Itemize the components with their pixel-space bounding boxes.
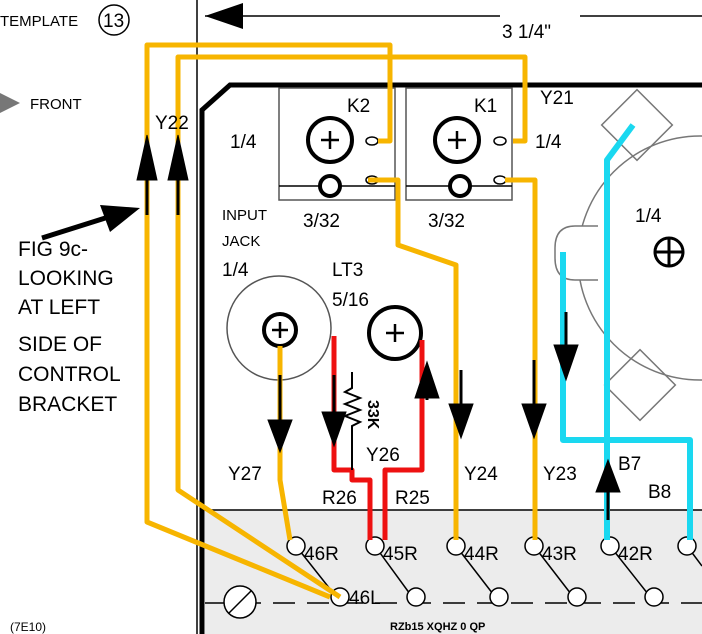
label-y23: Y23 [543, 464, 577, 485]
resistor-33k-icon [342, 372, 363, 470]
front-arrow-icon [0, 93, 20, 113]
input-jack-name-1: INPUT [222, 207, 267, 224]
terminal-44l [489, 587, 509, 607]
k2-small-hole-icon [318, 174, 342, 198]
label-b7: B7 [618, 454, 641, 475]
wire-y22 [144, 42, 393, 600]
terminal-42l [644, 587, 664, 607]
wire-b7 [604, 123, 636, 540]
k1-top-hole-size: 1/4 [535, 132, 562, 153]
label-y27: Y27 [228, 464, 262, 485]
wire-y24 [368, 177, 459, 540]
wire-r26 [331, 336, 373, 540]
label-y24: Y24 [464, 464, 498, 485]
terminal-label-43r: 43R [542, 544, 577, 565]
figure-code: (7E10) [10, 620, 46, 634]
k2-lug-top [365, 136, 379, 146]
dimension-label: 3 1/4" [502, 22, 551, 43]
label-r26: R26 [322, 488, 357, 509]
input-jack-hole-size: 1/4 [222, 260, 249, 281]
terminal-45l [406, 587, 426, 607]
k2-bottom-hole-size: 3/32 [303, 211, 340, 232]
ground-screw-slot [228, 590, 252, 614]
terminal-label-44r: 44R [464, 544, 499, 565]
terminal-label-46l: 46L [349, 588, 381, 609]
caption-line-4: SIDE OF [18, 333, 102, 356]
wire-y23 [505, 177, 538, 540]
terminal-45r [365, 536, 385, 556]
label-y22: Y22 [155, 113, 189, 134]
dimension-arrowhead [205, 3, 243, 29]
direction-arrows [136, 134, 621, 520]
lt3-name: LT3 [332, 260, 363, 281]
label-y21: Y21 [540, 88, 574, 109]
caption-line-5: CONTROL [18, 363, 121, 386]
template-number: 13 [103, 11, 124, 32]
k1-lug-top [493, 136, 507, 146]
caption-line-1: FIG 9c- [18, 238, 88, 261]
label-r25: R25 [395, 488, 430, 509]
caption-line-6: BRACKET [18, 393, 117, 416]
terminal-43l [567, 587, 587, 607]
template-label: TEMPLATE [0, 13, 78, 30]
k1-bottom-hole-size: 3/32 [428, 211, 465, 232]
k2-name: K2 [347, 96, 370, 117]
k1-lug-bottom [493, 175, 507, 185]
k1-small-hole-icon [448, 174, 472, 198]
terminal-label-42r: 42R [618, 544, 653, 565]
front-label: FRONT [30, 96, 82, 113]
input-jack-name-2: JACK [222, 233, 260, 250]
terminal-label-46r: 46R [304, 544, 339, 565]
wire-y21 [175, 54, 528, 600]
caption-line-3: AT LEFT [18, 296, 100, 319]
k2-top-hole-size: 1/4 [230, 132, 257, 153]
strip-code: RZb15 XQHZ 0 QP [390, 621, 485, 633]
chassis-outline [199, 82, 702, 634]
terminal-label-45r: 45R [383, 544, 418, 565]
caption-line-2: LOOKING [18, 267, 114, 290]
k1-name: K1 [474, 96, 497, 117]
large-component-lower-bracket [603, 348, 677, 422]
terminal-46r [286, 536, 306, 556]
template-number-circle [98, 4, 130, 36]
label-b8: B8 [648, 482, 671, 503]
wire-r25 [382, 340, 425, 540]
caption-pointer-arrowhead [100, 205, 140, 232]
label-y26: Y26 [366, 445, 400, 466]
lt3-hole-size: 5/16 [332, 290, 369, 311]
resistor-value: 33K [364, 400, 381, 430]
large-hole-size: 1/4 [635, 206, 662, 227]
